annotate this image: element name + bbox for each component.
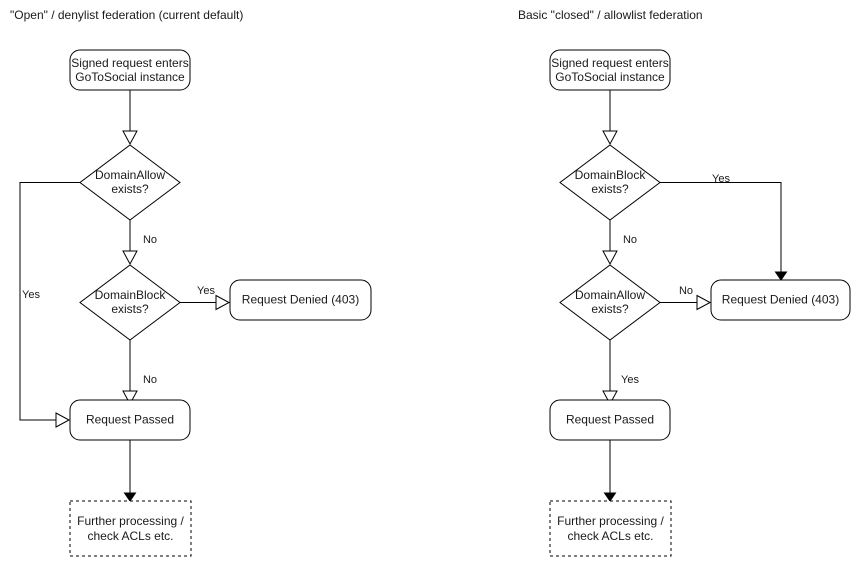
edge-domainblock-yes-allowlist: Yes xyxy=(660,173,788,281)
arrowhead-open-icon xyxy=(696,294,712,311)
edge-label-domainblock-no: No xyxy=(143,374,157,386)
node-request-passed-denylist[interactable]: Request Passed xyxy=(69,399,191,441)
edge-label-domainblock-yes: Yes xyxy=(712,173,730,185)
node-denied-shape xyxy=(229,279,372,321)
panel-allowlist: Basic "closed" / allowlist federation Si… xyxy=(518,8,851,557)
node-decision-domainblock-allowlist[interactable]: DomainBlock exists? xyxy=(559,144,661,221)
edge-domainblock-no-allowlist: No xyxy=(602,220,637,266)
arrowhead-solid-icon xyxy=(603,492,617,502)
node-decision-domainblock-denylist[interactable]: DomainBlock exists? xyxy=(79,264,181,341)
node-further-shape xyxy=(549,500,672,557)
edge-passed-to-further xyxy=(123,440,137,502)
arrowhead-solid-icon xyxy=(774,271,788,281)
panel-denylist: "Open" / denylist federation (current de… xyxy=(10,8,372,557)
node-entry-label-line2: GoToSocial instance xyxy=(555,70,665,84)
node-decision-label-line2: exists? xyxy=(591,182,629,196)
node-entry-label-line1: Signed request enters xyxy=(551,56,668,70)
panel-title-denylist: "Open" / denylist federation (current de… xyxy=(10,8,243,22)
node-further-label-line1: Further processing / xyxy=(77,514,184,528)
node-decision-label-line1: DomainBlock xyxy=(575,168,647,182)
edge-domainallow-no: No xyxy=(122,220,157,266)
node-denied-label: Request Denied (403) xyxy=(722,293,839,307)
edge-label-domainallow-no: No xyxy=(679,285,693,297)
edge-label-domainblock-no: No xyxy=(623,234,637,246)
node-entry-label-line1: Signed request enters xyxy=(71,56,188,70)
node-passed-label: Request Passed xyxy=(86,413,174,427)
arrowhead-solid-icon xyxy=(123,492,137,502)
arrowhead-open-icon xyxy=(122,250,138,266)
edge-label-domainblock-yes: Yes xyxy=(197,285,215,297)
node-entry-label-line2: GoToSocial instance xyxy=(75,70,185,84)
node-decision-label-line2: exists? xyxy=(111,302,149,316)
edge-label-domainallow-yes: Yes xyxy=(621,374,639,386)
node-further-label-line2: check ACLs etc. xyxy=(567,529,653,543)
edge-label-domainallow-yes: Yes xyxy=(22,289,40,301)
arrowhead-open-icon xyxy=(602,130,618,146)
node-decision-label-line2: exists? xyxy=(591,302,629,316)
arrowhead-open-icon xyxy=(602,390,618,406)
node-further-shape xyxy=(69,500,192,557)
node-passed-label: Request Passed xyxy=(566,413,654,427)
edge-entry-to-domainblock xyxy=(602,90,618,146)
node-decision-domainallow-allowlist[interactable]: DomainAllow exists? xyxy=(559,264,661,341)
node-further-label-line1: Further processing / xyxy=(557,514,664,528)
node-decision-domainallow-denylist[interactable]: DomainAllow exists? xyxy=(79,144,181,221)
edge-entry-to-domainallow xyxy=(122,90,138,146)
arrowhead-open-icon xyxy=(122,390,138,406)
node-request-denied-denylist[interactable]: Request Denied (403) xyxy=(229,279,372,321)
arrowhead-open-icon xyxy=(55,412,71,428)
arrowhead-open-icon xyxy=(602,250,618,266)
node-further-processing-allowlist[interactable]: Further processing / check ACLs etc. xyxy=(549,500,672,557)
node-further-processing-denylist[interactable]: Further processing / check ACLs etc. xyxy=(69,500,192,557)
edge-domainblock-no: No xyxy=(122,340,157,406)
edge-label-domainallow-no: No xyxy=(143,234,157,246)
panel-title-allowlist: Basic "closed" / allowlist federation xyxy=(518,8,703,22)
node-denied-label: Request Denied (403) xyxy=(242,293,359,307)
node-decision-label-line2: exists? xyxy=(111,182,149,196)
node-request-passed-allowlist[interactable]: Request Passed xyxy=(549,399,671,441)
edge-passed-to-further-allowlist xyxy=(603,440,617,502)
edge-domainblock-yes: Yes xyxy=(180,285,231,311)
edge-domainallow-yes-allowlist: Yes xyxy=(602,340,639,406)
node-further-label-line2: check ACLs etc. xyxy=(87,529,173,543)
node-entry-denylist[interactable]: Signed request enters GoToSocial instanc… xyxy=(69,49,191,91)
node-request-denied-allowlist[interactable]: Request Denied (403) xyxy=(710,279,851,321)
node-decision-label-line1: DomainAllow xyxy=(95,168,165,182)
node-decision-label-line1: DomainBlock xyxy=(95,288,167,302)
arrowhead-open-icon xyxy=(215,294,231,311)
node-decision-label-line1: DomainAllow xyxy=(575,288,645,302)
node-denied-shape xyxy=(710,279,851,321)
node-entry-allowlist[interactable]: Signed request enters GoToSocial instanc… xyxy=(549,49,671,91)
arrowhead-open-icon xyxy=(122,130,138,146)
edge-domainallow-no-allowlist: No xyxy=(660,285,712,311)
edge-domainallow-yes: Yes xyxy=(19,182,80,428)
